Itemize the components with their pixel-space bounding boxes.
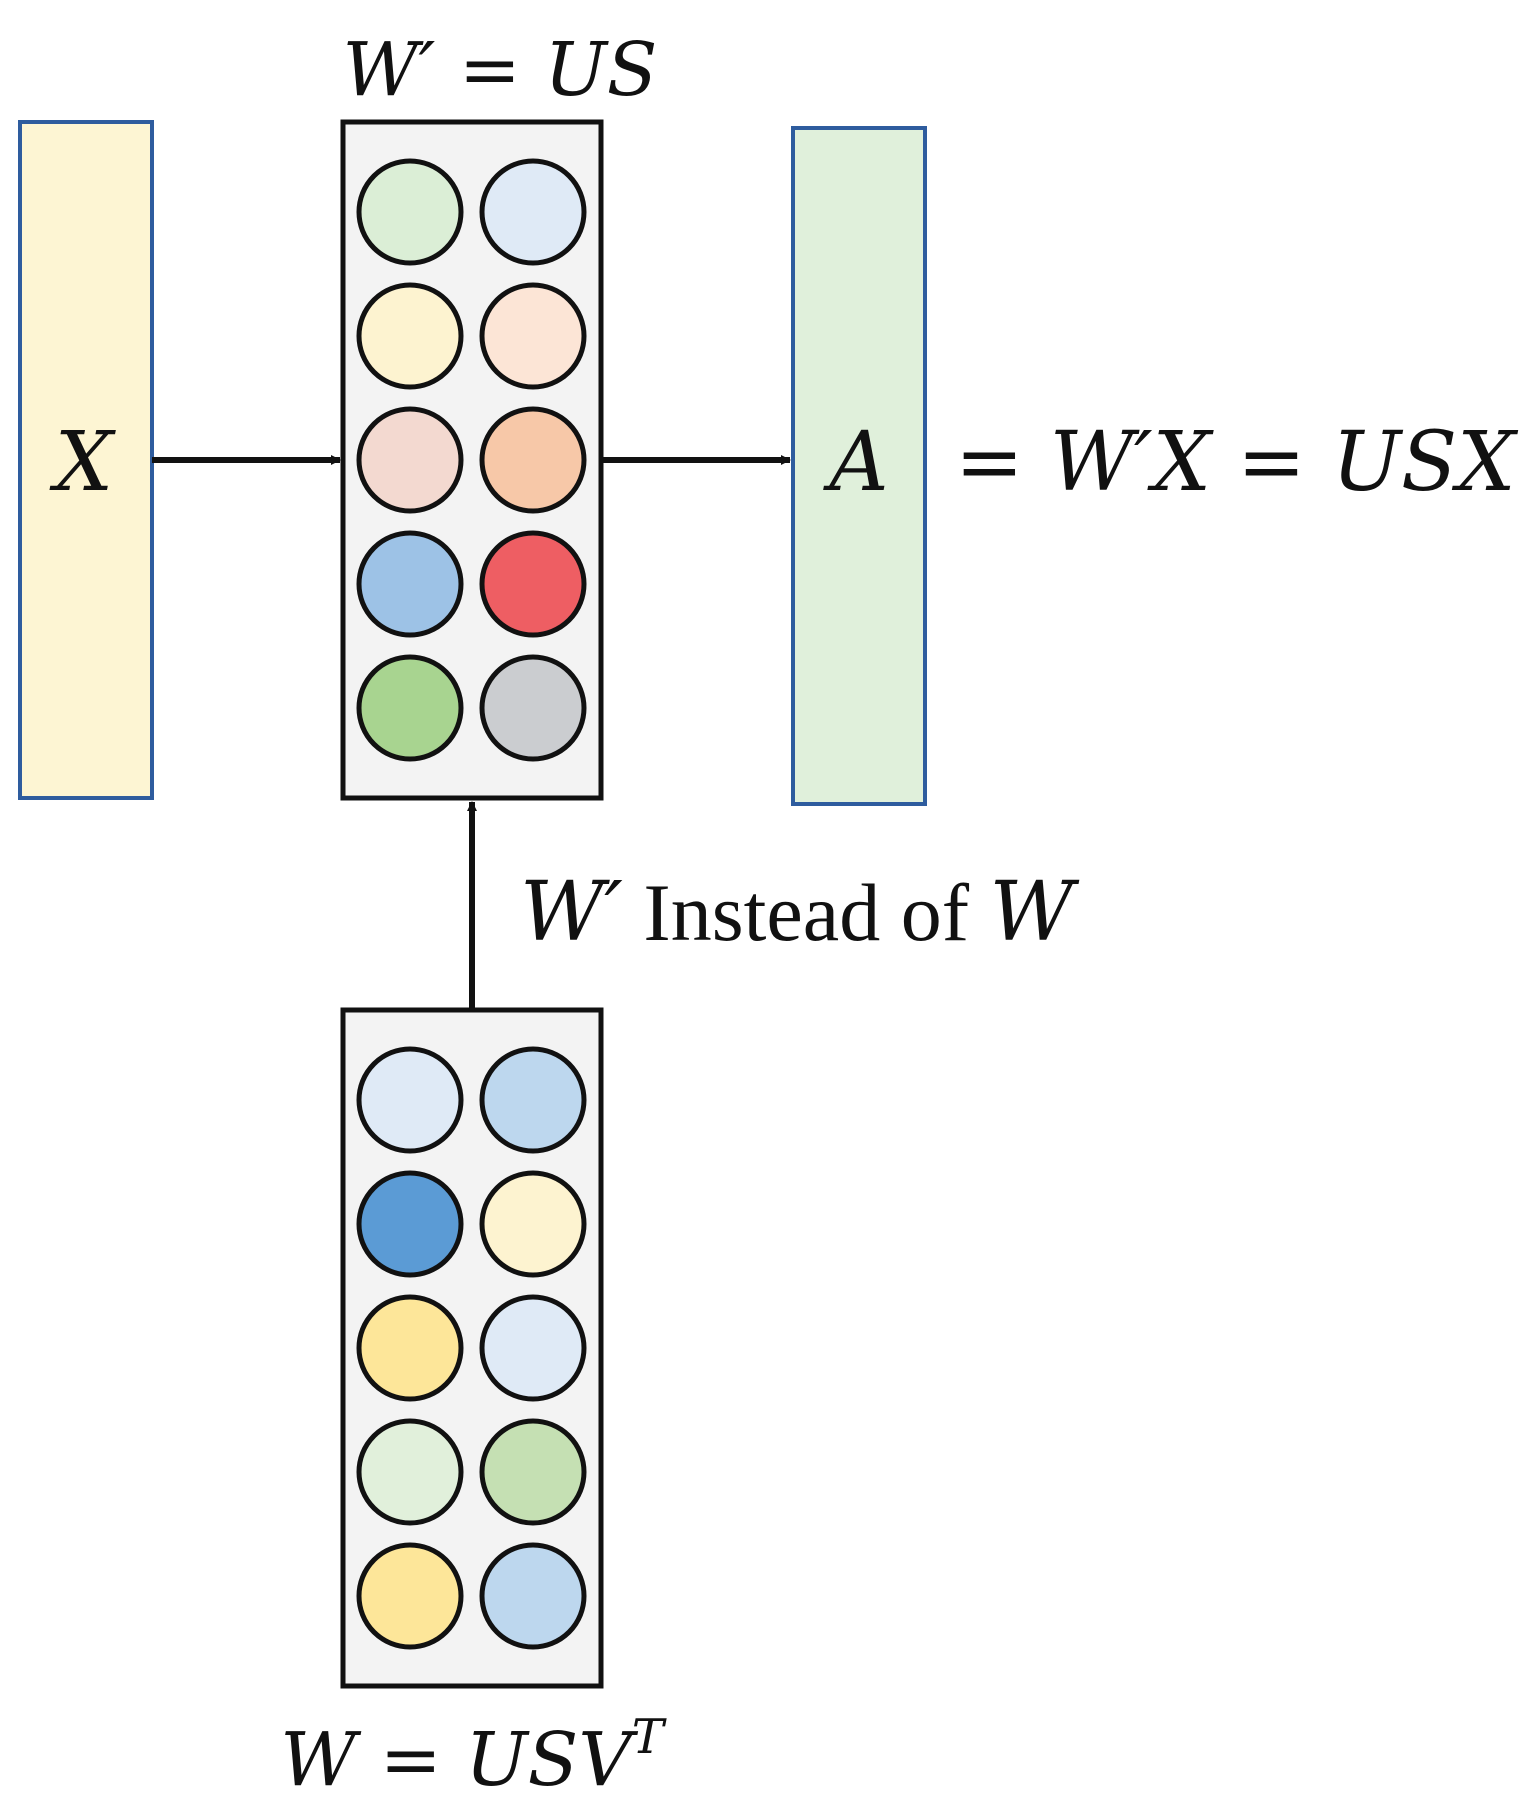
arrow-label-w-prime: W′ (520, 865, 623, 960)
arrow-label: W′ Instead of W (520, 865, 1080, 960)
w-prime-cell-r1-c1 (356, 158, 464, 266)
w-cell-r4-c1 (356, 1418, 464, 1526)
w-title-superscript: T (632, 1709, 667, 1765)
w-matrix-cells (356, 1046, 587, 1650)
w-prime-cell-r1-c2 (479, 158, 587, 266)
output-a-box (791, 126, 927, 806)
arrow-label-w: W (990, 865, 1080, 960)
a-equation: = W′X = USX (955, 415, 1519, 510)
w-prime-title: W′ = US (343, 27, 658, 113)
w-cell-r3-c2 (479, 1294, 587, 1402)
output-a-label: A (822, 415, 888, 510)
input-x-label: X (49, 415, 117, 510)
w-title-main: W = USV (280, 1717, 638, 1803)
w-cell-r5-c2 (479, 1542, 587, 1650)
w-cell-r3-c1 (356, 1294, 464, 1402)
w-prime-cell-r2-c1 (356, 282, 464, 390)
w-prime-cell-r3-c2 (479, 406, 587, 514)
w-cell-r4-c2 (479, 1418, 587, 1526)
w-prime-cell-r5-c2 (479, 654, 587, 762)
arrow-label-text: Instead of (623, 867, 990, 958)
w-title: W = USVT (280, 1709, 667, 1803)
input-x-box (18, 120, 154, 800)
w-prime-cell-r5-c1 (356, 654, 464, 762)
w-prime-cell-r2-c2 (479, 282, 587, 390)
w-prime-cell-r3-c1 (356, 406, 464, 514)
w-cell-r2-c1 (356, 1170, 464, 1278)
w-cell-r1-c2 (479, 1046, 587, 1154)
w-cell-r1-c1 (356, 1046, 464, 1154)
w-prime-cell-r4-c1 (356, 530, 464, 638)
w-cell-r5-c1 (356, 1542, 464, 1650)
w-cell-r2-c2 (479, 1170, 587, 1278)
w-prime-cell-r4-c2 (479, 530, 587, 638)
w-prime-matrix-cells (356, 158, 587, 762)
